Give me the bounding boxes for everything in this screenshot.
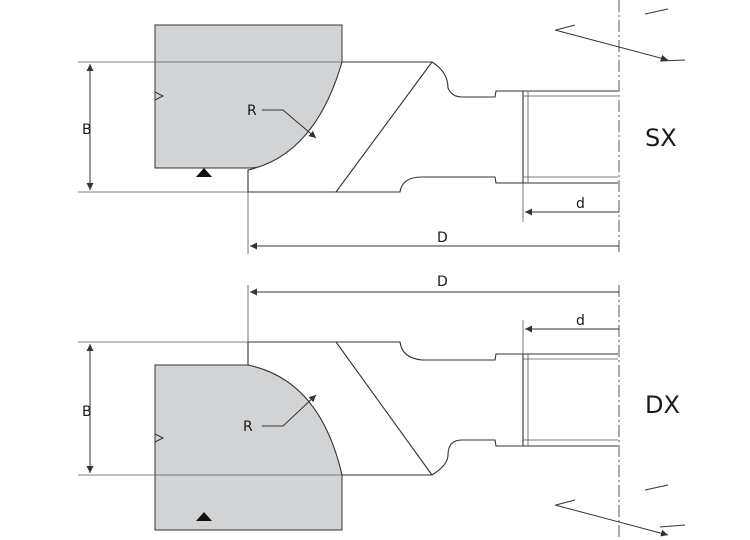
top-reference-triangle-icon: [196, 168, 212, 177]
bottom-rotation-tick: [659, 524, 686, 528]
bottom-big-d-label: D: [437, 274, 448, 290]
top-r-leader: [262, 109, 317, 139]
top-r-label: R: [247, 103, 257, 119]
top-rotation-tick: [555, 24, 576, 31]
bottom-small-d-label: d: [576, 313, 585, 329]
bottom-cutter-face: [335, 341, 433, 476]
bottom-b-label: B: [82, 404, 92, 420]
top-hand-label-sx: SX: [645, 124, 677, 152]
bottom-reference-triangle-icon: [196, 512, 212, 521]
bottom-profile-dx: B R d D DX: [78, 274, 686, 540]
bottom-hand-label-dx: DX: [645, 391, 680, 419]
top-rotation-arrow: [554, 29, 669, 62]
bottom-break-mark: [154, 433, 165, 443]
bottom-rotation-arrow: [554, 504, 669, 537]
bottom-rotation-tick: [555, 499, 576, 506]
top-profile-sx: B R d D SX: [78, 0, 686, 255]
bottom-cutter-outline: [247, 341, 524, 476]
top-break-mark: [154, 91, 165, 101]
bottom-rotation-tick: [644, 484, 669, 491]
top-big-d-label: D: [437, 230, 448, 246]
bottom-r-label: R: [243, 419, 253, 435]
top-rotation-tick: [644, 8, 669, 15]
top-cutter-face: [335, 61, 433, 193]
top-b-label: B: [82, 122, 92, 138]
bottom-r-leader: [262, 394, 317, 427]
top-cutter-outline: [247, 61, 524, 193]
top-rotation-tick: [659, 59, 686, 62]
top-small-d-label: d: [576, 196, 585, 212]
